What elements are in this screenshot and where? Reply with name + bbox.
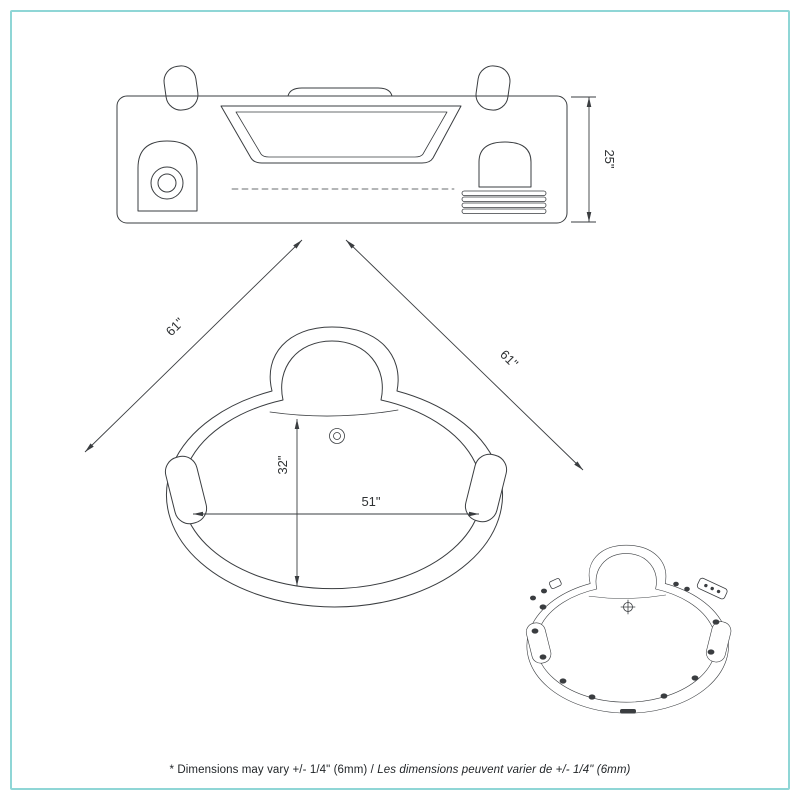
drain-bar xyxy=(620,709,636,714)
jet-ring-outer xyxy=(329,428,345,444)
jet-dot xyxy=(531,628,539,634)
control-dot xyxy=(684,586,690,592)
footer-note-en: * Dimensions may vary +/- 1/4" (6mm) xyxy=(169,764,368,776)
dim-width: 51" xyxy=(193,494,479,517)
jet-ring-inner xyxy=(333,432,341,440)
headrest-left xyxy=(163,65,199,111)
dim-diagonal-left: 61" xyxy=(84,239,303,453)
control-icons-right xyxy=(673,577,728,600)
jet-dot xyxy=(588,694,596,700)
dim-diagonal-left-label: 61" xyxy=(163,314,187,338)
jets xyxy=(531,604,720,700)
control-icons-left xyxy=(530,578,562,601)
faucet-ring-outer xyxy=(150,166,184,200)
dim-height-label: 25" xyxy=(602,149,617,168)
tub-detail-outline xyxy=(524,544,734,714)
dim-depth-label: 32" xyxy=(275,455,290,474)
dim-width-label: 51" xyxy=(361,494,380,509)
jet-dot xyxy=(712,619,720,625)
plan-view: 61" 61" 32" 51" xyxy=(84,239,584,608)
control-keypad-icon xyxy=(696,577,728,600)
drain-crosshair-icon xyxy=(620,599,636,615)
control-dot xyxy=(541,588,547,594)
tub-front-body xyxy=(116,95,568,224)
footer-note-separator: / xyxy=(367,764,378,776)
front-elevation-view: 25" xyxy=(116,65,617,224)
control-dot xyxy=(530,595,536,601)
control-arch xyxy=(478,141,532,188)
dim-depth: 32" xyxy=(275,419,300,586)
dim-diagonal-right: 61" xyxy=(345,239,584,471)
jet-dot xyxy=(660,693,668,699)
dim-diagonal-right-label: 61" xyxy=(497,347,521,371)
step-slats xyxy=(461,190,547,214)
jet-dot xyxy=(707,649,715,655)
control-switch-icon xyxy=(549,578,562,590)
jet-dot xyxy=(539,604,547,610)
jet-layout-view xyxy=(524,544,734,714)
jet-dot xyxy=(691,675,699,681)
backrest-window-outer xyxy=(220,105,462,164)
control-dot xyxy=(673,581,679,587)
jet-dot xyxy=(539,654,547,660)
headrest-right xyxy=(475,65,511,111)
backrest-window-inner xyxy=(235,111,448,158)
tub-plan-outline xyxy=(161,326,511,608)
dimension-line-diagonal-right xyxy=(345,239,584,471)
jet-dot xyxy=(559,678,567,684)
footer-note: * Dimensions may vary +/- 1/4" (6mm) / L… xyxy=(0,764,800,776)
dimension-line-diagonal-left xyxy=(84,239,303,453)
dim-height: 25" xyxy=(571,96,617,223)
footer-note-fr: Les dimensions peuvent varier de +/- 1/4… xyxy=(377,764,631,776)
spout-bump xyxy=(287,87,393,97)
faucet-ring-inner xyxy=(157,173,177,193)
faucet-housing xyxy=(137,140,198,212)
